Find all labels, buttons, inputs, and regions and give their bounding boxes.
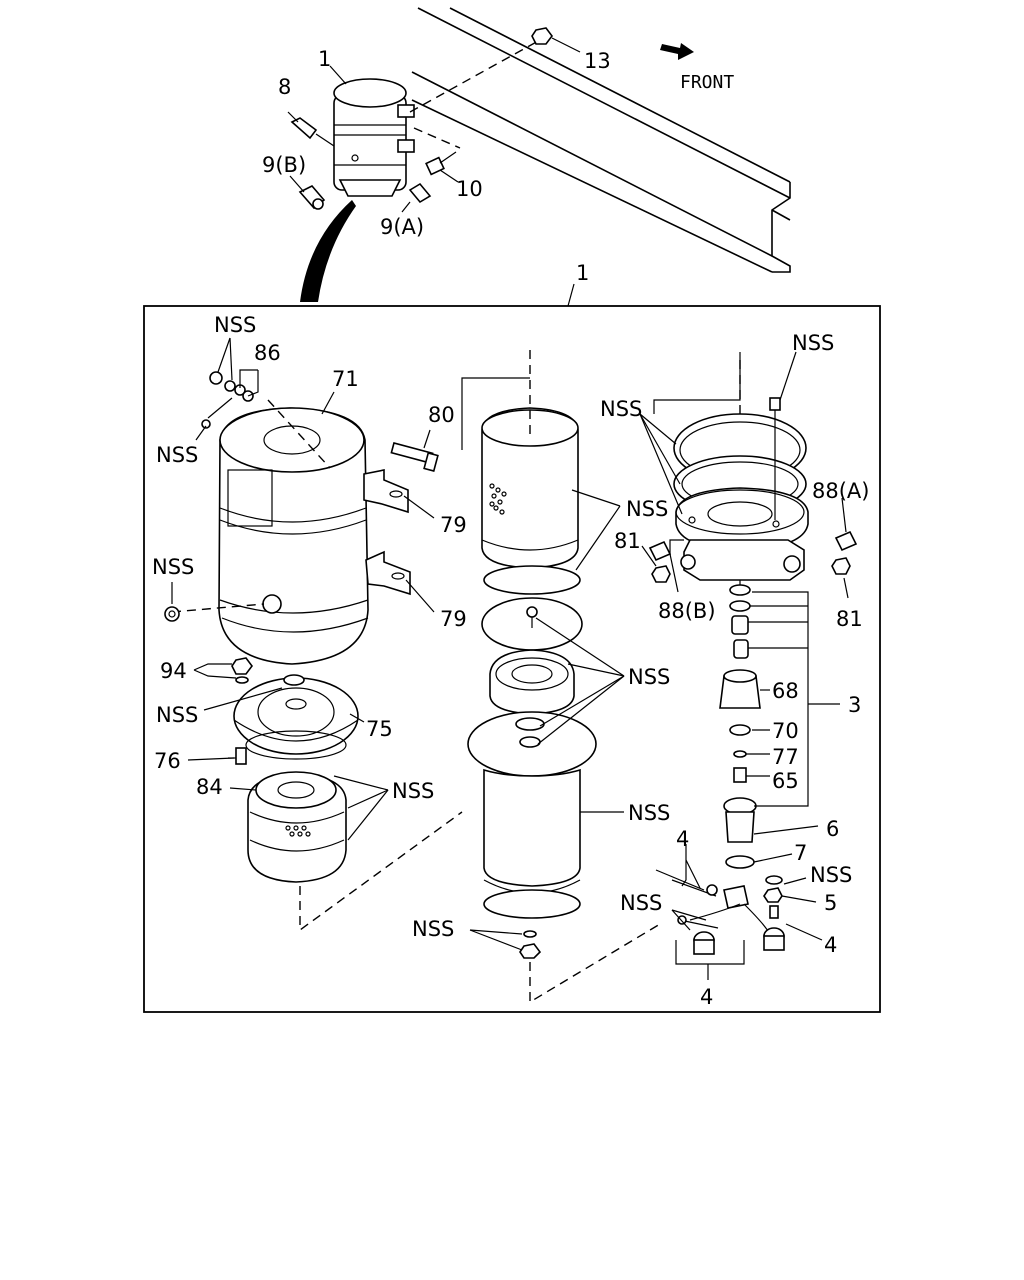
label-nss-element: NSS <box>626 497 668 521</box>
part-76-bolt <box>228 747 247 765</box>
center-bottom-nut <box>519 930 542 959</box>
part-84-silencer <box>247 771 347 883</box>
label-nss-71-left: NSS <box>156 443 198 467</box>
part-75-cover <box>233 674 359 760</box>
label-4-right: 4 <box>824 933 837 957</box>
label-94: 94 <box>160 659 187 683</box>
label-79-upper: 79 <box>440 513 467 537</box>
detail-callout-arrow <box>300 200 356 302</box>
label-81-left: 81 <box>614 529 641 553</box>
label-1-box: 1 <box>576 261 589 285</box>
label-75: 75 <box>366 717 393 741</box>
label-nss-head-bolt: NSS <box>792 331 834 355</box>
part-9a-fitting-icon <box>408 182 432 204</box>
label-8: 8 <box>278 75 291 99</box>
label-10: 10 <box>456 177 483 201</box>
label-68: 68 <box>772 679 799 703</box>
label-1-top: 1 <box>318 47 331 71</box>
front-arrow-icon <box>660 43 694 60</box>
part-88b-clip <box>648 540 672 562</box>
label-88a: 88(A) <box>812 479 869 503</box>
part-8-fitting-icon <box>290 117 335 147</box>
part-80-cartridge <box>481 407 579 569</box>
frame-rail <box>411 7 791 273</box>
label-nss-bottom-nut: NSS <box>412 917 454 941</box>
label-65: 65 <box>772 769 799 793</box>
part-13-nut-icon <box>531 27 553 45</box>
label-81-right: 81 <box>836 607 863 631</box>
part-81-bolt-left <box>651 565 671 583</box>
front-label: FRONT <box>680 72 734 93</box>
label-79-lower: 79 <box>440 607 467 631</box>
part-5-fitting <box>763 875 783 919</box>
label-7: 7 <box>794 841 807 865</box>
center-gasket-ring <box>483 565 581 595</box>
label-4-bottom: 4 <box>700 985 713 1009</box>
center-check-valve <box>489 649 575 715</box>
part-94-nut-washer <box>231 657 253 684</box>
label-nss-5: NSS <box>810 863 852 887</box>
label-9a: 9(A) <box>380 215 424 239</box>
label-70: 70 <box>772 719 799 743</box>
label-nss-center-body: NSS <box>628 801 670 825</box>
part-4-sensor-leads <box>655 869 771 937</box>
label-nss-71-top: NSS <box>214 313 256 337</box>
label-84: 84 <box>196 775 223 799</box>
center-body <box>467 711 597 919</box>
part-79-bracket-upper <box>363 469 409 514</box>
label-80: 80 <box>428 403 455 427</box>
label-nss-84: NSS <box>392 779 434 803</box>
part-4-connector-left <box>693 931 715 955</box>
part-80-bolt <box>390 442 439 473</box>
label-86: 86 <box>254 341 281 365</box>
label-4-top: 4 <box>676 827 689 851</box>
label-9b: 9(B) <box>262 153 306 177</box>
part-79-bracket-lower <box>365 550 411 596</box>
nss-plug-icon <box>164 606 180 622</box>
label-nss-head-rings: NSS <box>600 397 642 421</box>
label-71: 71 <box>332 367 359 391</box>
label-88b: 88(B) <box>658 599 716 623</box>
label-13: 13 <box>584 49 611 73</box>
label-nss-75: NSS <box>156 703 198 727</box>
center-plate <box>481 597 583 651</box>
part-10-bolt-icon <box>425 151 457 176</box>
head-body <box>680 539 805 592</box>
valve-stack <box>719 584 761 869</box>
label-6: 6 <box>826 817 839 841</box>
part-71-housing <box>218 407 369 665</box>
part-88a-clip <box>834 530 858 552</box>
label-76: 76 <box>154 749 181 773</box>
part-9b-fitting-icon <box>298 185 326 210</box>
label-nss-center-stack: NSS <box>628 665 670 689</box>
installed-air-dryer <box>333 78 415 197</box>
label-nss-sensor: NSS <box>620 891 662 915</box>
head-bolt-icon <box>769 397 781 520</box>
label-3: 3 <box>848 693 861 717</box>
part-4-connector-right <box>763 927 785 951</box>
detail-frame <box>143 305 881 1013</box>
label-nss-plug: NSS <box>152 555 194 579</box>
part-81-bolt-right <box>831 557 851 575</box>
label-5: 5 <box>824 891 837 915</box>
label-77: 77 <box>772 745 799 769</box>
